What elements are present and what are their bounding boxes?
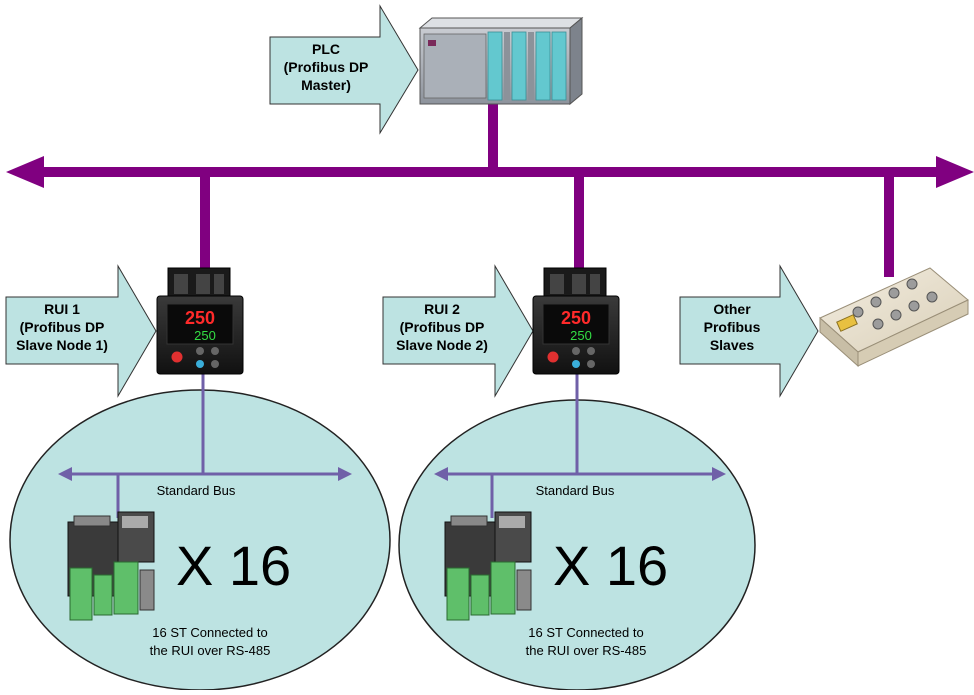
other-label-line-2: Profibus	[704, 319, 761, 335]
plc-callout: PLC (Profibus DP Master)	[269, 4, 419, 135]
rui2-blue-button	[572, 360, 580, 368]
rui1-blue-button	[196, 360, 204, 368]
other-slave-module-image	[819, 267, 969, 368]
rui1-red-button	[171, 351, 183, 363]
standard-bus-2	[434, 372, 726, 518]
group1-caption-line-2: the RUI over RS-485	[150, 643, 271, 658]
plc-label-line-1: PLC	[312, 41, 340, 57]
rui1-label-line-1: RUI 1	[44, 301, 80, 317]
group2-bus-label: Standard Bus	[536, 483, 615, 498]
plc-rack-image	[418, 16, 584, 106]
group2-caption-line-1: 16 ST Connected to	[528, 625, 643, 640]
rui1-label-line-3: Slave Node 1)	[16, 337, 108, 353]
rui2-label-line-1: RUI 2	[424, 301, 460, 317]
group1-caption-line-1: 16 ST Connected to	[152, 625, 267, 640]
group2-multiplier: X 16	[553, 534, 668, 597]
plc-label-line-2: (Profibus DP	[284, 59, 369, 75]
group2-st-module-image	[444, 511, 532, 621]
rui2-sp-display: 250	[570, 328, 592, 343]
rui2-controller-image: 250 250	[532, 267, 620, 375]
group1-bus-label: Standard Bus	[157, 483, 236, 498]
other-label-line-1: Other	[713, 301, 751, 317]
rui1-controller-image: 250 250	[156, 267, 244, 375]
rui2-callout: RUI 2 (Profibus DP Slave Node 2)	[382, 264, 534, 398]
rui1-pv-display: 250	[185, 308, 215, 328]
profibus-bus	[6, 100, 974, 277]
rui2-red-button	[547, 351, 559, 363]
group1-st-module-image	[67, 511, 155, 621]
other-slaves-callout: Other Profibus Slaves	[679, 264, 819, 398]
plc-label-line-3: Master)	[301, 77, 351, 93]
rui1-sp-display: 250	[194, 328, 216, 343]
group2-caption-line-2: the RUI over RS-485	[526, 643, 647, 658]
rui1-label-line-2: (Profibus DP	[20, 319, 105, 335]
standard-bus-1	[58, 372, 352, 518]
rui1-callout: RUI 1 (Profibus DP Slave Node 1)	[5, 264, 157, 398]
other-label-line-3: Slaves	[710, 337, 755, 353]
rui2-pv-display: 250	[561, 308, 591, 328]
group1-multiplier: X 16	[176, 534, 291, 597]
rui2-label-line-2: (Profibus DP	[400, 319, 485, 335]
rui2-label-line-3: Slave Node 2)	[396, 337, 488, 353]
